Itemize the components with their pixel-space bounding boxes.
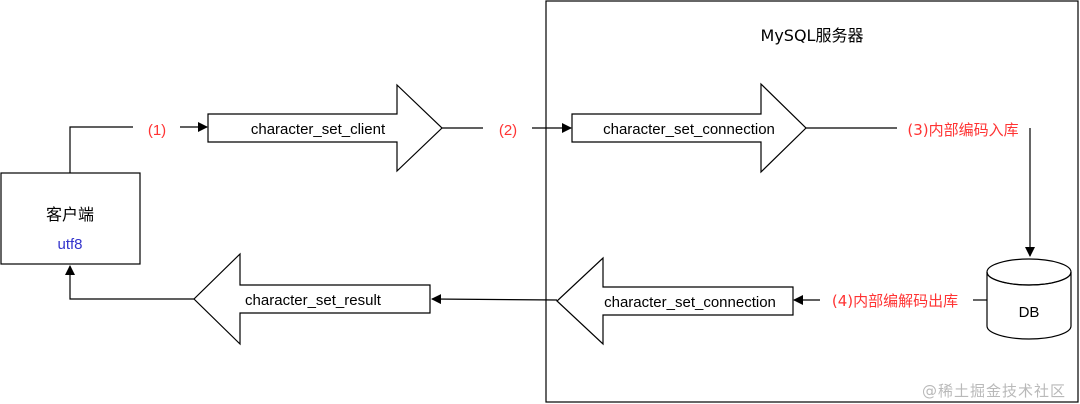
step-2-label: (2)	[499, 122, 517, 139]
character-set-connection-in-label: character_set_connection	[603, 121, 775, 138]
watermark: @稀土掘金技术社区	[921, 382, 1066, 400]
connection-to-result-arrow	[431, 294, 558, 305]
client-out-line	[69, 126, 133, 173]
character-set-connection-out-arrow	[556, 256, 794, 346]
character-set-client-arrow	[207, 83, 443, 173]
character-set-result-arrow	[193, 252, 431, 346]
step-3-label: (3)内部编码入库	[907, 121, 1018, 139]
db-cylinder	[986, 258, 1072, 340]
client-charset: utf8	[57, 236, 82, 253]
client-title: 客户端	[46, 205, 94, 224]
step-4-label: (4)内部编解码出库	[832, 292, 958, 310]
client-box	[0, 172, 141, 265]
character-set-connection-out-label: character_set_connection	[604, 294, 776, 311]
character-set-connection-in-arrow	[571, 82, 807, 174]
result-to-client-arrow	[65, 265, 194, 300]
character-set-result-label: character_set_result	[245, 292, 382, 309]
db-label: DB	[1019, 304, 1040, 321]
step-1-label: (1)	[148, 122, 166, 139]
mysql-server-title: MySQL服务器	[761, 26, 864, 45]
character-set-client-label: character_set_client	[251, 121, 386, 138]
mysql-server-box	[545, 0, 1079, 403]
